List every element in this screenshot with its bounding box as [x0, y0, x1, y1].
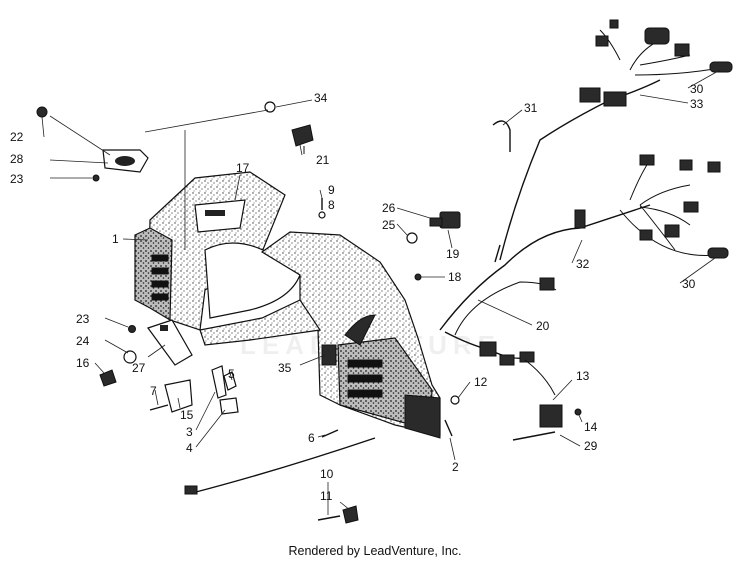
callout-21: 21: [316, 153, 330, 167]
callout-18: 18: [448, 270, 462, 284]
callout-13: 13: [576, 369, 590, 383]
callout-5: 5: [228, 367, 235, 381]
clip-5: [223, 371, 237, 391]
left-vents: [151, 254, 169, 301]
switch-21: [291, 124, 314, 154]
screw-23: [92, 174, 100, 182]
callout-7: 7: [150, 384, 157, 398]
callout-17: 17: [236, 161, 250, 175]
callout-30-upper: 30: [690, 82, 704, 96]
screw-7: [149, 404, 169, 411]
callout-9: 9: [328, 183, 335, 197]
grommet-34: [264, 101, 276, 113]
key-switch-19: [429, 211, 461, 229]
plate-15: [164, 379, 193, 413]
lens-assembly: [102, 149, 149, 173]
switch-13: [512, 359, 582, 441]
callout-10: 10: [320, 467, 334, 481]
callout-14: 14: [584, 420, 598, 434]
bracket-27: [147, 319, 193, 366]
screw-2: [444, 419, 453, 437]
callout-12: 12: [474, 375, 488, 389]
callout-33: 33: [690, 97, 704, 111]
clip-16: [99, 369, 117, 387]
callout-labels: 22 28 23 34 21 17 9 8 26 25 19 1 18 23 2…: [10, 82, 704, 503]
callout-4: 4: [186, 441, 193, 455]
nut-24: [123, 350, 137, 364]
callout-30-lower: 30: [682, 277, 696, 291]
callout-26: 26: [382, 201, 396, 215]
callout-1: 1: [112, 232, 119, 246]
clip-4: [219, 397, 239, 415]
console-housing: [134, 171, 441, 439]
callout-22: 22: [10, 130, 24, 144]
screw-23-lower: [128, 325, 136, 333]
callout-23-upper: 23: [10, 172, 24, 186]
nut-25: [406, 232, 418, 244]
callout-24: 24: [76, 334, 90, 348]
callout-32: 32: [576, 257, 590, 271]
callout-35: 35: [278, 361, 292, 375]
leader-lines: [41, 69, 721, 515]
callout-15: 15: [180, 408, 194, 422]
callout-6: 6: [308, 431, 315, 445]
bracket-3: [211, 365, 227, 399]
washer-8: [318, 211, 326, 219]
callout-11: 11: [320, 489, 333, 503]
washer-12: [450, 395, 460, 405]
callout-28: 28: [10, 152, 24, 166]
side-switch: [321, 344, 337, 366]
callout-25: 25: [382, 218, 396, 232]
footer-credit: Rendered by LeadVenture, Inc.: [288, 544, 462, 558]
wiring-harness: [439, 19, 733, 366]
callout-20: 20: [536, 319, 550, 333]
nut-22: [36, 106, 48, 118]
callout-2: 2: [452, 460, 459, 474]
right-vents: [347, 359, 383, 398]
callout-16: 16: [76, 356, 90, 370]
callout-8: 8: [328, 198, 335, 212]
screw-6: [321, 429, 339, 438]
callout-29: 29: [584, 439, 598, 453]
callout-23-lower: 23: [76, 312, 90, 326]
callout-34: 34: [314, 91, 328, 105]
callout-19: 19: [446, 247, 460, 261]
callout-27: 27: [132, 361, 146, 375]
callout-3: 3: [186, 425, 193, 439]
callout-31: 31: [524, 101, 538, 115]
ground-cable: [184, 437, 376, 524]
